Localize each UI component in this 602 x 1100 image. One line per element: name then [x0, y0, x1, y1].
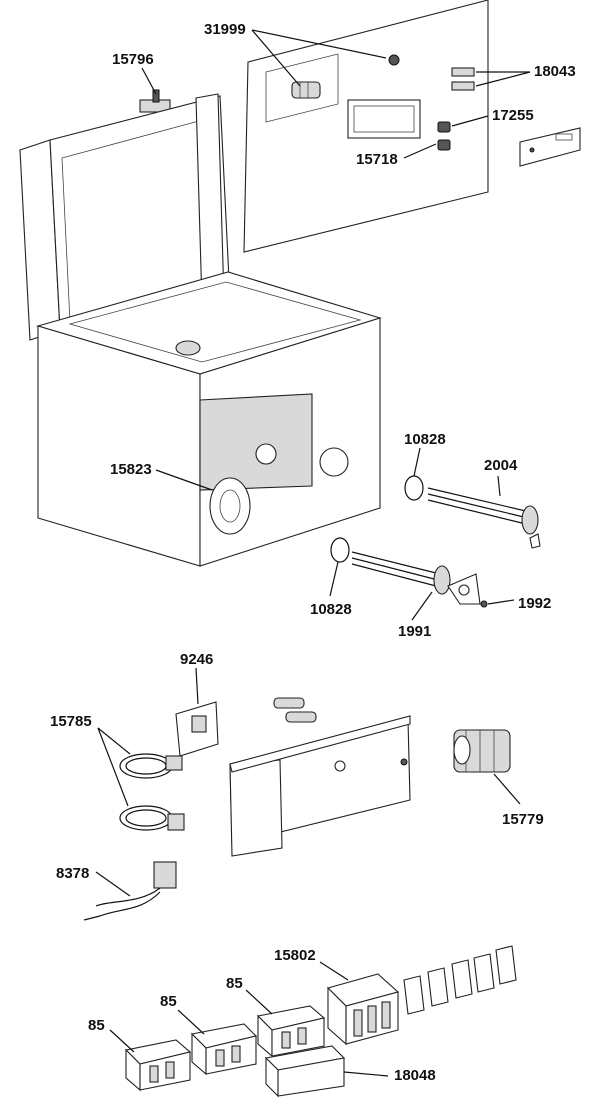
label-1992: 1992 [518, 595, 551, 612]
leader-lines [95, 29, 531, 1077]
buttons-17255-15718 [437, 121, 451, 151]
indicator-lamps-18043 [451, 67, 475, 91]
label-15718: 15718 [356, 151, 398, 168]
label-15779: 15779 [502, 811, 544, 828]
o-ring-lower [330, 537, 350, 563]
label-31999: 31999 [204, 21, 246, 38]
label-8378: 8378 [56, 865, 89, 882]
switch-part-15796 [139, 89, 171, 113]
bracket-9246 [175, 701, 219, 757]
thermostat-15785-b [119, 805, 185, 831]
label-10828-lower: 10828 [310, 601, 352, 618]
cabinet-body [19, 93, 382, 567]
thermostat-15785-a [119, 753, 183, 779]
label-85-left: 85 [88, 1017, 105, 1034]
door-panel [243, 0, 489, 253]
probe-8378 [83, 861, 177, 921]
contactor-85-a [124, 1039, 192, 1092]
timer-15779 [453, 729, 511, 773]
o-ring-upper [404, 475, 424, 501]
contactor-85-c [256, 1005, 326, 1058]
label-15785: 15785 [50, 713, 92, 730]
component-plate [229, 697, 411, 857]
relay-15802 [326, 973, 400, 1046]
contactor-85-b [190, 1023, 258, 1076]
label-85-middle: 85 [160, 993, 177, 1010]
contact-block-18048 [264, 1045, 346, 1098]
control-label-plate [519, 127, 581, 167]
label-1991: 1991 [398, 623, 431, 640]
label-15823: 15823 [110, 461, 152, 478]
label-17255: 17255 [492, 107, 534, 124]
auxiliary-blocks [403, 945, 517, 1015]
label-15796: 15796 [112, 51, 154, 68]
heating-element-1991 [351, 551, 451, 595]
label-15802: 15802 [274, 947, 316, 964]
timer-knob-part [291, 81, 321, 99]
label-18048: 18048 [394, 1067, 436, 1084]
label-85-right: 85 [226, 975, 243, 992]
label-2004: 2004 [484, 457, 518, 474]
label-9246: 9246 [180, 651, 213, 668]
callout-labels: 31999 15796 18043 17255 15718 10828 2004… [50, 21, 576, 1084]
gasket-flange-1992 [447, 573, 488, 608]
heating-element-2004 [427, 487, 541, 549]
label-18043: 18043 [534, 63, 576, 80]
label-10828-upper: 10828 [404, 431, 446, 448]
